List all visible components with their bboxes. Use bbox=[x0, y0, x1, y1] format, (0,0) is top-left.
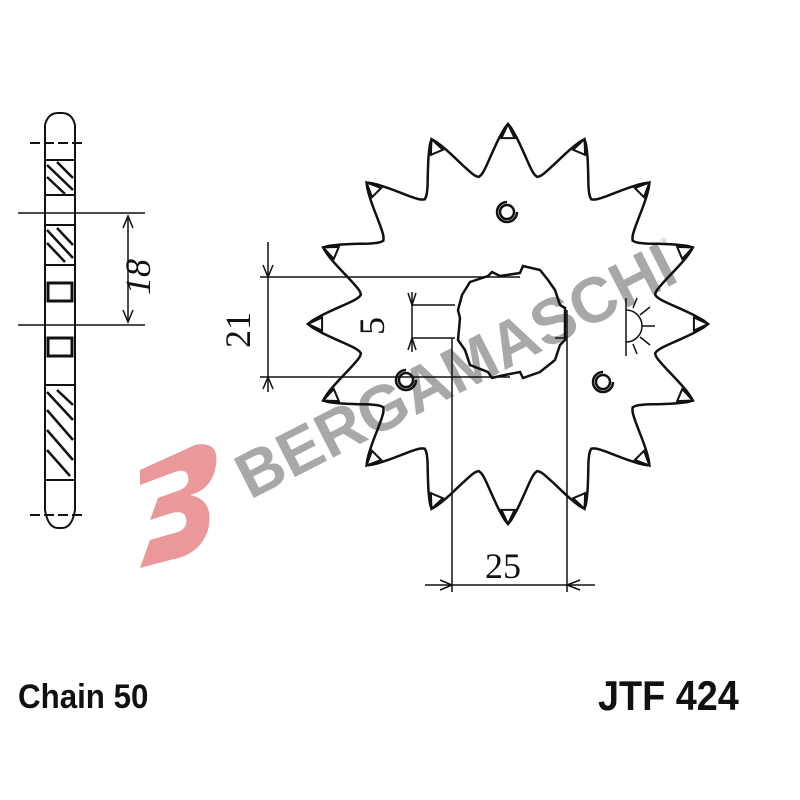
tooth-tip bbox=[320, 245, 341, 261]
dim-hole-spacing: 25 bbox=[485, 546, 521, 586]
tooth-tip bbox=[675, 387, 696, 403]
brand-watermark: BERGAMASCHI bbox=[224, 229, 688, 513]
tooth-tip bbox=[675, 245, 696, 261]
tooth-tip bbox=[429, 136, 445, 157]
dim-bolt-spacing: 18 bbox=[118, 259, 158, 295]
registered-mark: ® bbox=[660, 237, 668, 248]
dimension-lines bbox=[260, 242, 595, 592]
tooth-tip bbox=[632, 180, 652, 200]
sun-symbol-icon bbox=[625, 297, 655, 356]
side-view bbox=[18, 112, 145, 529]
tooth-tip bbox=[364, 180, 384, 200]
tooth-tip bbox=[692, 315, 711, 333]
part-number: JTF 424 bbox=[598, 672, 739, 719]
chain-label: Chain 50 bbox=[18, 678, 149, 716]
dim-spline-width: 5 bbox=[352, 317, 392, 335]
tooth-tip bbox=[632, 448, 652, 468]
tooth-tip bbox=[499, 121, 517, 140]
brand-logo bbox=[140, 444, 217, 568]
mounting-holes bbox=[394, 200, 615, 394]
tooth-tip bbox=[499, 508, 517, 527]
tooth-tips bbox=[305, 121, 711, 527]
spline-bore bbox=[456, 264, 567, 380]
tooth-tip bbox=[571, 136, 587, 157]
tooth-tip bbox=[571, 491, 587, 512]
tooth-tip bbox=[320, 387, 341, 403]
tooth-tip bbox=[305, 315, 324, 333]
tooth-tip bbox=[429, 491, 445, 512]
tooth-tip bbox=[364, 448, 384, 468]
dim-spline-height: 21 bbox=[218, 312, 258, 348]
